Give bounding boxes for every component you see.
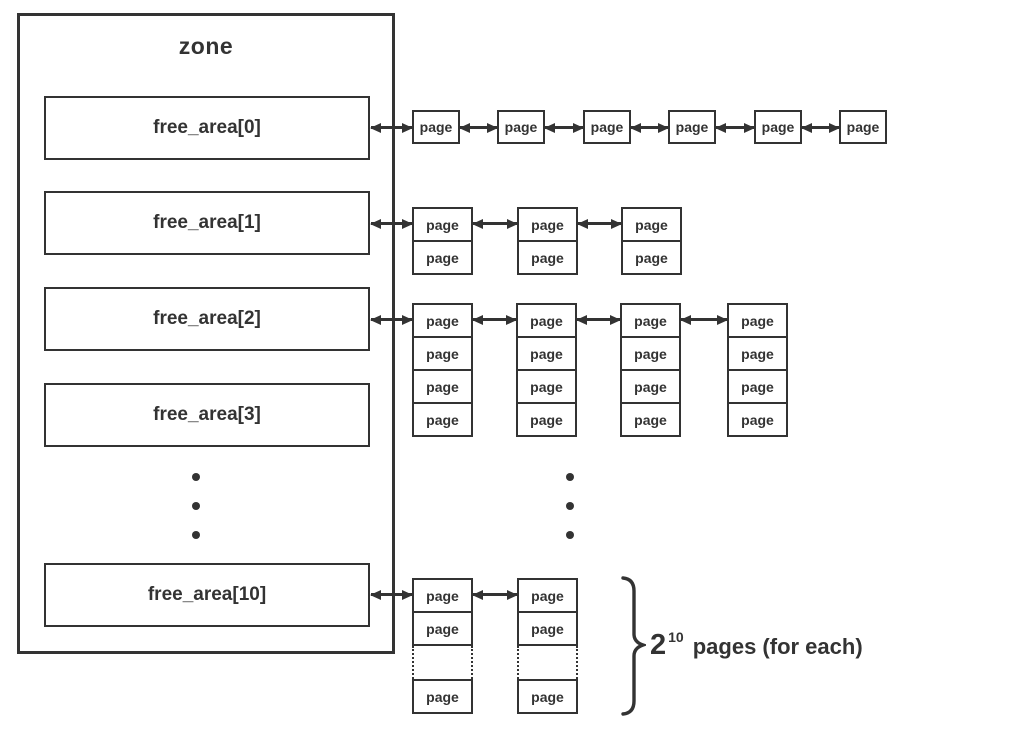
free-area-0-box: free_area[0] xyxy=(44,96,370,160)
ellipsis-dot xyxy=(566,502,574,510)
page-box: page xyxy=(754,110,802,144)
page-box: page xyxy=(412,578,473,613)
page-box: page xyxy=(620,303,681,338)
page-box: page xyxy=(668,110,716,144)
ellipsis-dot xyxy=(566,531,574,539)
free-area-3-box: free_area[3] xyxy=(44,383,370,447)
double-arrow-icon xyxy=(545,126,583,129)
page-box: page xyxy=(412,611,473,646)
page-box: page xyxy=(412,402,473,437)
page-box: page xyxy=(620,402,681,437)
page-box: page xyxy=(517,578,578,613)
double-arrow-icon xyxy=(577,318,620,321)
free-area-2-box: free_area[2] xyxy=(44,287,370,351)
page-box: page xyxy=(517,240,578,275)
double-arrow-icon xyxy=(460,126,497,129)
double-arrow-icon xyxy=(371,222,412,225)
page-box: page xyxy=(412,240,473,275)
ellipsis-dot xyxy=(192,502,200,510)
page-block: page page page page xyxy=(727,303,788,437)
page-box: page xyxy=(727,336,788,371)
page-box: page xyxy=(621,240,682,275)
double-arrow-icon xyxy=(473,318,516,321)
double-arrow-icon xyxy=(371,318,412,321)
free-area-10-box: free_area[10] xyxy=(44,563,370,627)
page-block: page page xyxy=(412,207,473,275)
annotation-base: 2 xyxy=(650,629,667,661)
page-box: page xyxy=(412,369,473,404)
page-box: page xyxy=(517,611,578,646)
double-arrow-icon xyxy=(473,593,517,596)
page-block: page page page page xyxy=(412,303,473,437)
ellipsis-dot xyxy=(566,473,574,481)
curly-brace-icon xyxy=(621,576,646,716)
double-arrow-icon xyxy=(578,222,621,225)
page-box: page xyxy=(516,336,577,371)
page-box: page xyxy=(412,303,473,338)
page-box: page xyxy=(620,336,681,371)
page-box: page xyxy=(727,402,788,437)
page-box: page xyxy=(839,110,887,144)
page-block: page page xyxy=(621,207,682,275)
page-box: page xyxy=(621,207,682,242)
page-block: page page page page xyxy=(620,303,681,437)
double-arrow-icon xyxy=(631,126,668,129)
page-box: page xyxy=(497,110,545,144)
page-box: page xyxy=(516,303,577,338)
zone-title: zone xyxy=(178,33,234,59)
page-box: page xyxy=(727,303,788,338)
page-block: page page page xyxy=(517,578,578,714)
page-box: page xyxy=(517,679,578,714)
page-box: page xyxy=(516,402,577,437)
page-block: page page xyxy=(517,207,578,275)
double-arrow-icon xyxy=(802,126,839,129)
double-arrow-icon xyxy=(371,593,412,596)
truncation-gap xyxy=(412,646,473,679)
page-box: page xyxy=(583,110,631,144)
page-block: page page page page xyxy=(516,303,577,437)
annotation-exponent: 10 xyxy=(668,629,684,645)
double-arrow-icon xyxy=(681,318,727,321)
double-arrow-icon xyxy=(716,126,754,129)
page-box: page xyxy=(517,207,578,242)
truncation-gap xyxy=(517,646,578,679)
page-box: page xyxy=(412,679,473,714)
double-arrow-icon xyxy=(473,222,517,225)
ellipsis-dot xyxy=(192,473,200,481)
page-box: page xyxy=(412,336,473,371)
page-box: page xyxy=(412,110,460,144)
free-area-1-box: free_area[1] xyxy=(44,191,370,255)
page-block: page page page xyxy=(412,578,473,714)
page-box: page xyxy=(412,207,473,242)
page-box: page xyxy=(516,369,577,404)
page-box: page xyxy=(620,369,681,404)
ellipsis-dot xyxy=(192,531,200,539)
page-box: page xyxy=(727,369,788,404)
annotation-suffix: pages (for each) xyxy=(692,634,863,659)
double-arrow-icon xyxy=(371,126,412,129)
